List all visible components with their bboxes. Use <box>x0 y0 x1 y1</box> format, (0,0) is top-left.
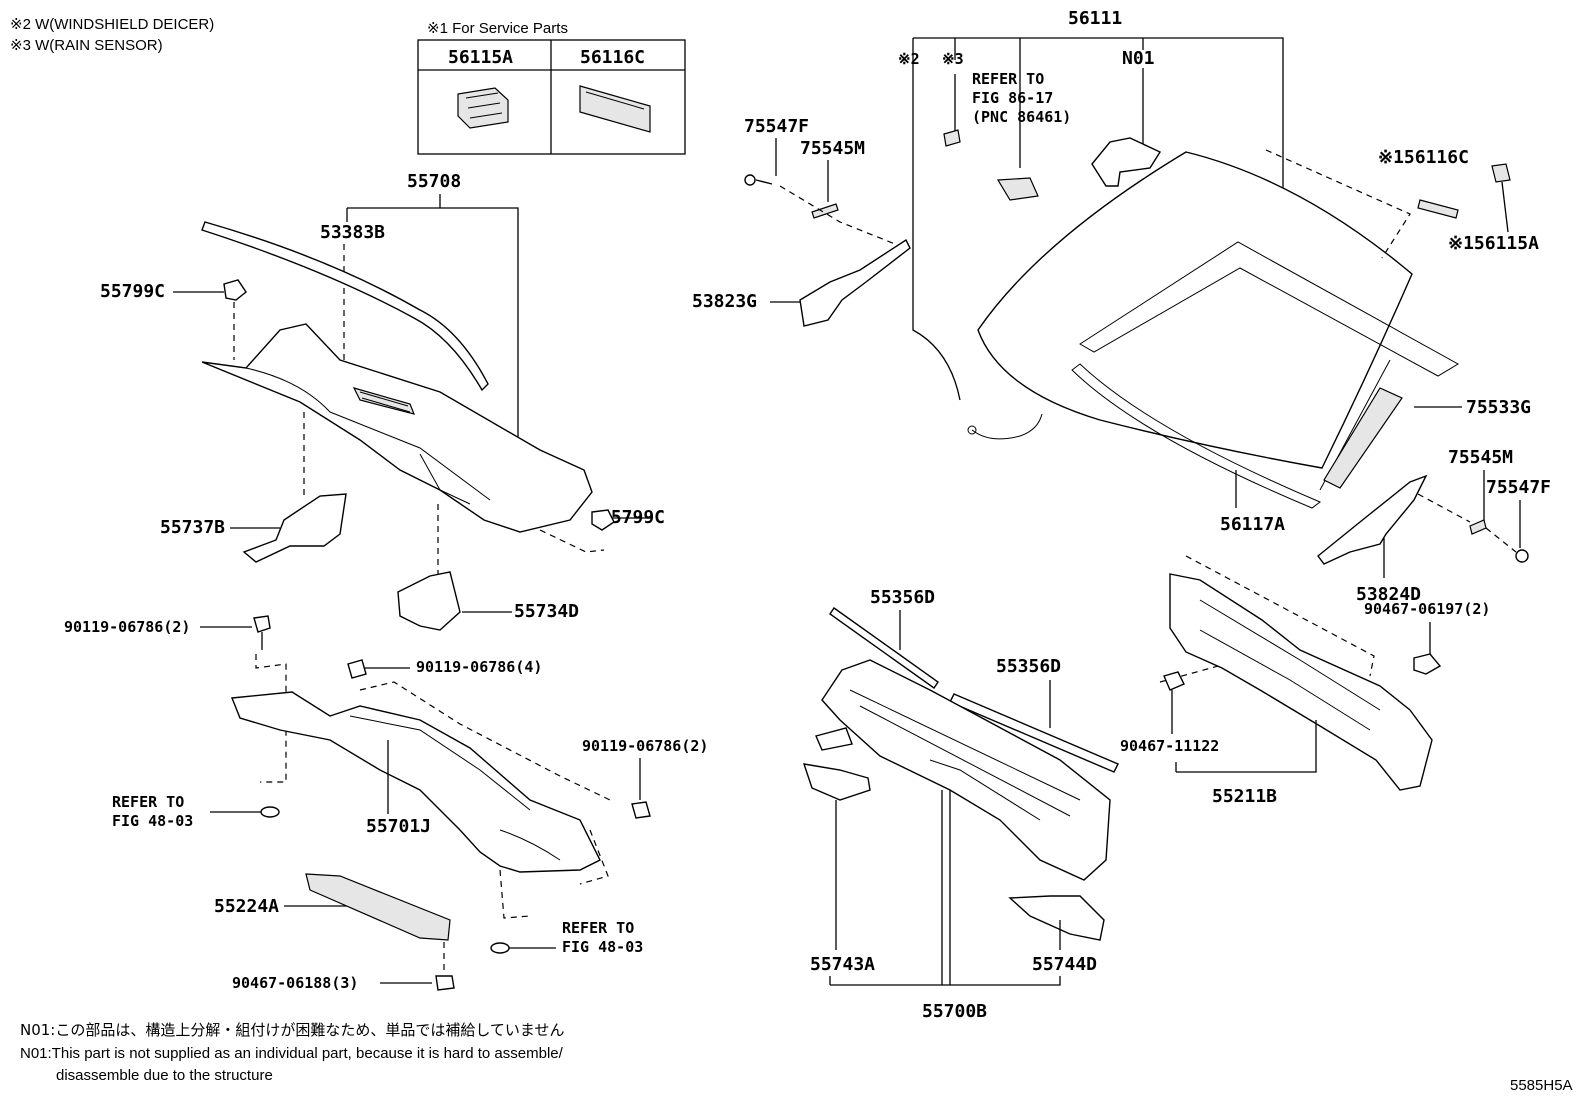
part-label-55799C-a: 55799C <box>100 281 165 302</box>
refer-fig86-line2: FIG 86-17 <box>972 89 1053 107</box>
bolt-90119-c <box>631 801 651 819</box>
part-label-56117A: 56117A <box>1220 514 1285 535</box>
pad-56116C-icon <box>579 85 651 133</box>
clip-55799C-b <box>591 509 615 531</box>
dash-panel-55701J <box>231 691 601 873</box>
part-label-55743A: 55743A <box>810 954 875 975</box>
clip-56115A-icon <box>457 87 509 129</box>
cowl-panel-group: 55356D 55356D 55743A 55744D 55700B <box>802 587 1119 1022</box>
seal-53383B <box>201 221 489 392</box>
dash-panel-55211B <box>1169 573 1433 791</box>
grommet-a <box>260 806 280 818</box>
refer-fig48-a-line2: FIG 48-03 <box>112 812 193 830</box>
pillar-garnish-53823G <box>799 238 911 327</box>
refer-fig48-b-line2: FIG 48-03 <box>562 938 643 956</box>
part-label-55700B: 55700B <box>922 1001 987 1022</box>
note-mark-3: ※3 <box>942 50 964 68</box>
cowl-top-group: 55708 53383B 55799C 55799C 55737B 55734D <box>100 171 665 631</box>
diagram-id: 5585H5A <box>1510 1077 1573 1094</box>
part-label-90467-06197: 90467-06197(2) <box>1364 600 1490 618</box>
part-label-53824D: 53824D <box>1356 584 1421 605</box>
cowl-top-panel-55708 <box>201 323 593 533</box>
refer-fig48-a-line1: REFER TO <box>112 793 184 811</box>
note-rain-sensor: ※3 W(RAIN SENSOR) <box>10 37 163 54</box>
rain-sensor-icon <box>943 129 961 147</box>
clip-90467-06188 <box>435 975 455 991</box>
part-label-53383B: 53383B <box>320 222 385 243</box>
note-n01-english-line1: N01:This part is not supplied as an indi… <box>20 1045 564 1062</box>
clip-75547F-b <box>1515 549 1529 563</box>
pad-75545M-a <box>811 203 839 219</box>
note-windshield-deicer: ※2 W(WINDSHIELD DEICER) <box>10 16 214 33</box>
cowl-panel-bracket <box>815 727 853 751</box>
bracket-N01-icon <box>1091 137 1162 187</box>
part-label-56116C: ※156116C <box>1378 147 1469 168</box>
part-label-55734D: 55734D <box>514 601 579 622</box>
windshield-glass <box>977 151 1413 469</box>
sensor-cover-icon <box>996 177 1039 201</box>
service-parts-title: ※1 For Service Parts <box>427 20 568 37</box>
note-n01-japanese: N01:この部品は、構造上分解・組付けが困難なため、単品では補給していません <box>20 1021 564 1039</box>
grommet-b <box>490 942 510 954</box>
service-parts-box: ※1 For Service Parts 56115A 56116C <box>417 20 686 155</box>
clip-90467-11122 <box>1163 671 1185 691</box>
part-label-55356D-a: 55356D <box>870 587 935 608</box>
dash-lower-group: 90119-06786(2) 90119-06786(4) 90119-0678… <box>64 615 708 992</box>
cowl-panel-55700B <box>821 659 1111 881</box>
part-label-75547F-b: 75547F <box>1486 477 1551 498</box>
part-label-55701J: 55701J <box>366 816 431 837</box>
pillar-garnish-53824D <box>1317 474 1428 565</box>
part-label-75545M-b: 75545M <box>1448 447 1513 468</box>
bracket-55744D <box>1008 895 1105 941</box>
service-part-56116C-label: 56116C <box>580 47 645 68</box>
bolt-90119-b <box>347 659 367 679</box>
part-label-90119-2b: 90119-06786(2) <box>582 737 708 755</box>
dash-right-group: 90467-06197(2) 90467-11122 55211B <box>1120 555 1490 807</box>
cover-55224A <box>305 873 451 941</box>
part-label-55737B: 55737B <box>160 517 225 538</box>
bracket-55737B <box>242 493 347 563</box>
part-label-90467-11122: 90467-11122 <box>1120 737 1219 755</box>
pad-56116C-part <box>1417 199 1459 219</box>
part-label-75533G: 75533G <box>1466 397 1531 418</box>
bracket-55743A <box>802 763 871 801</box>
bracket-55734D <box>397 571 461 631</box>
windshield-group: 56111 ※2 ※3 REFER TO FIG 86-17 (PNC 8646… <box>692 8 1551 605</box>
part-label-55224A: 55224A <box>214 896 279 917</box>
part-label-55211B: 55211B <box>1212 786 1277 807</box>
clip-90467-06197 <box>1413 653 1442 675</box>
part-label-75547F-a: 75547F <box>744 116 809 137</box>
note-mark-2: ※2 <box>898 50 920 68</box>
refer-fig48-b-line1: REFER TO <box>562 919 634 937</box>
seal-55356D-a <box>829 607 939 689</box>
clip-75547F-a <box>744 174 756 186</box>
part-label-55744D: 55744D <box>1032 954 1097 975</box>
part-label-90119-4: 90119-06786(4) <box>416 658 542 676</box>
part-label-75545M-a: 75545M <box>800 138 865 159</box>
clip-55799C-a <box>223 279 247 301</box>
seal-55356D-b <box>949 693 1119 773</box>
part-label-55708: 55708 <box>407 171 461 192</box>
bolt-90119-a <box>253 615 271 633</box>
refer-fig86-line1: REFER TO <box>972 70 1044 88</box>
molding-75533G <box>1323 387 1403 489</box>
refer-fig86-line3: (PNC 86461) <box>972 108 1071 126</box>
part-label-53823G: 53823G <box>692 291 757 312</box>
pad-75545M-b <box>1469 519 1487 535</box>
service-part-56115A-label: 56115A <box>448 47 513 68</box>
part-label-55356D-b: 55356D <box>996 656 1061 677</box>
part-label-56115A: ※156115A <box>1448 233 1539 254</box>
part-label-90119-2a: 90119-06786(2) <box>64 618 190 636</box>
part-label-56111: 56111 <box>1068 8 1122 29</box>
note-n01-english-line2: disassemble due to the structure <box>56 1067 273 1084</box>
clip-56115A-part <box>1491 163 1511 183</box>
part-label-90467-06188: 90467-06188(3) <box>232 974 358 992</box>
part-label-N01: N01 <box>1122 48 1155 69</box>
